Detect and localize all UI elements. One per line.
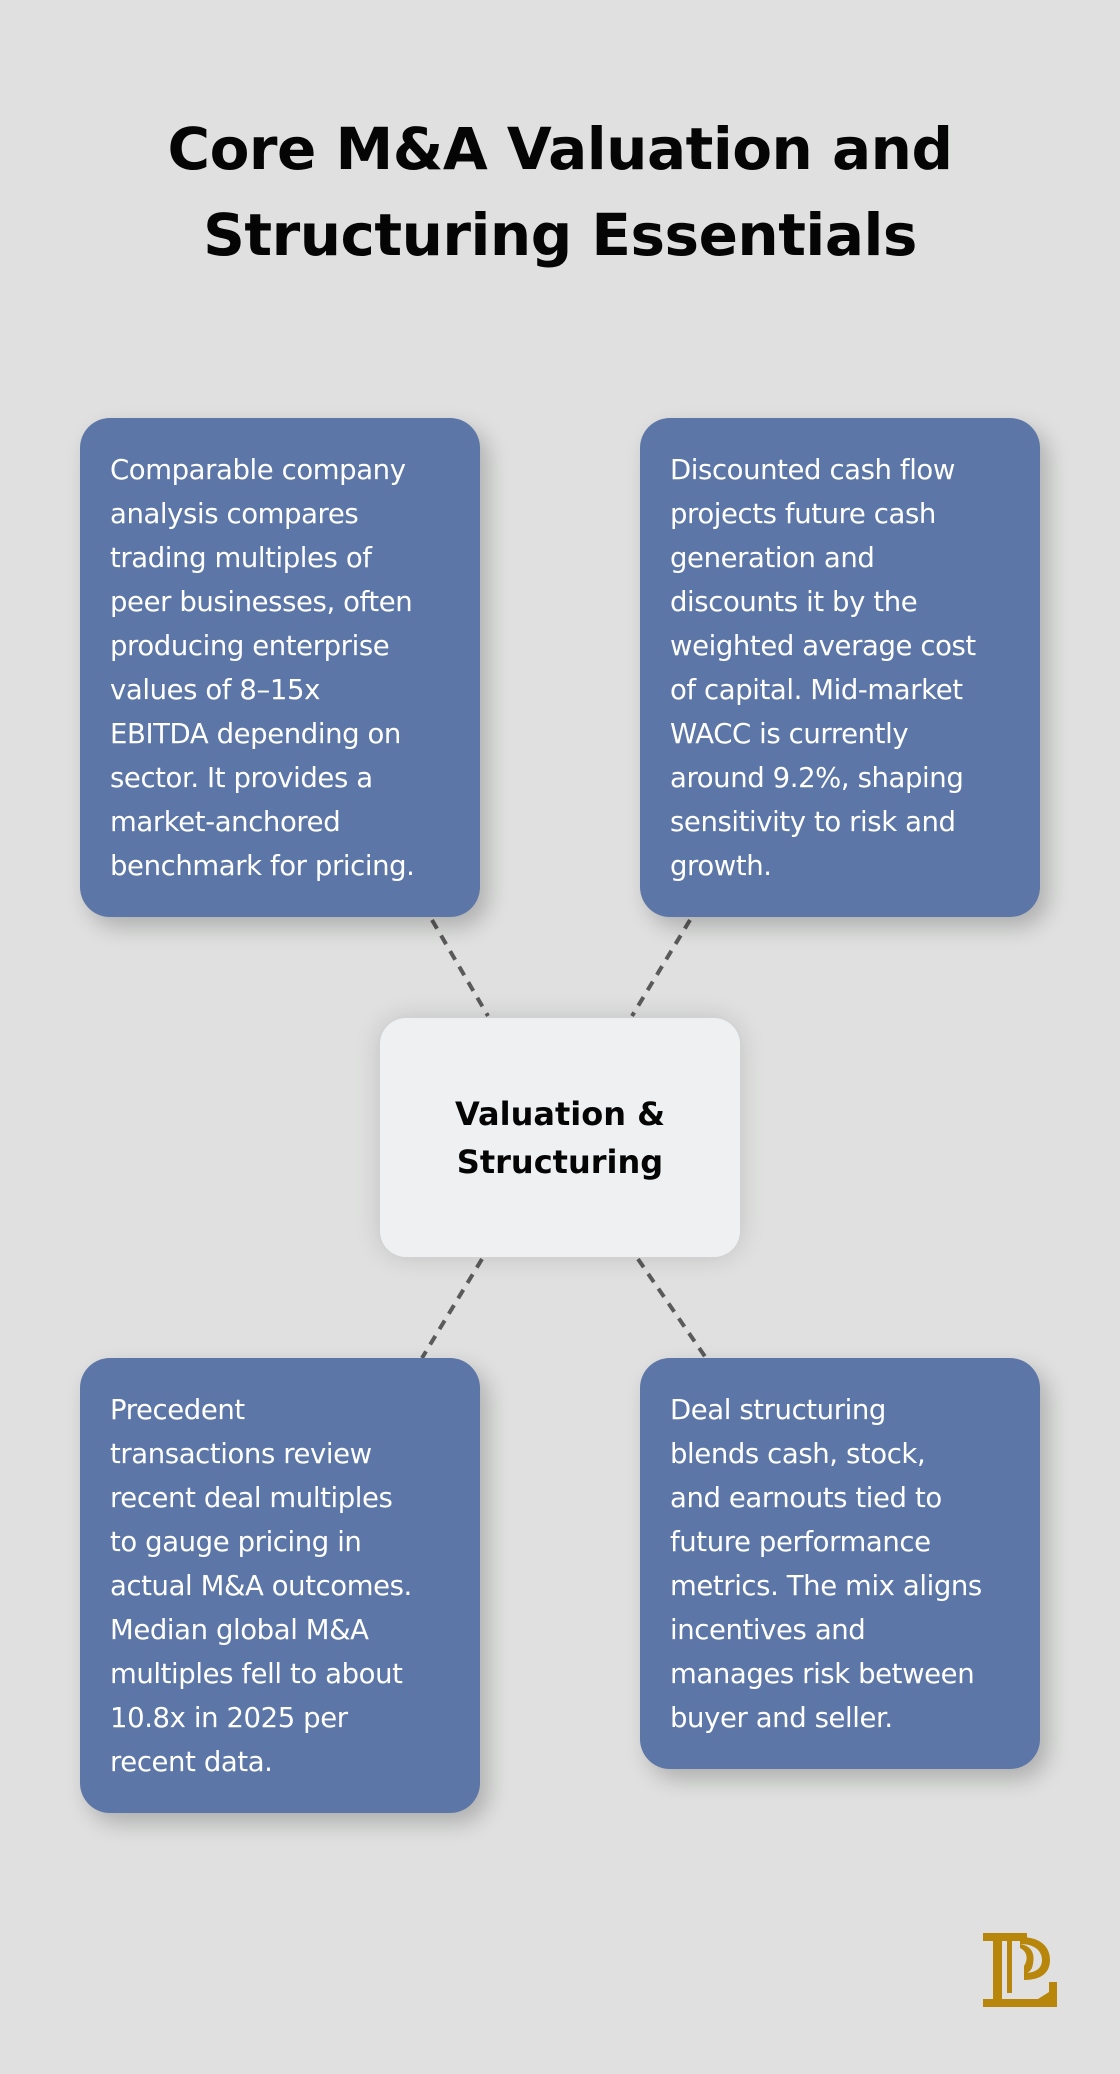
card-comparable-company-analysis: Comparable company analysis compares tra… — [80, 418, 480, 917]
card-deal-structuring: Deal structuring blends cash, stock, and… — [640, 1358, 1040, 1769]
card-discounted-cash-flow: Discounted cash flow projects future cas… — [640, 418, 1040, 917]
card-precedent-transactions: Precedent transactions review recent dea… — [80, 1358, 480, 1813]
connector-top-left — [430, 918, 490, 1018]
center-node: Valuation & Structuring — [380, 1018, 740, 1257]
connector-top-right — [630, 918, 692, 1018]
brand-monogram-icon — [983, 1933, 1057, 2007]
card-text: Comparable company analysis compares tra… — [110, 454, 415, 882]
connector-bottom-left — [420, 1257, 484, 1360]
card-text: Discounted cash flow projects future cas… — [670, 454, 976, 882]
card-text: Precedent transactions review recent dea… — [110, 1394, 412, 1778]
center-label: Valuation & Structuring — [454, 1094, 666, 1181]
connector-bottom-right — [636, 1257, 708, 1360]
card-text: Deal structuring blends cash, stock, and… — [670, 1394, 982, 1734]
page-title: Core M&A Valuation and Structuring Essen… — [167, 115, 953, 269]
